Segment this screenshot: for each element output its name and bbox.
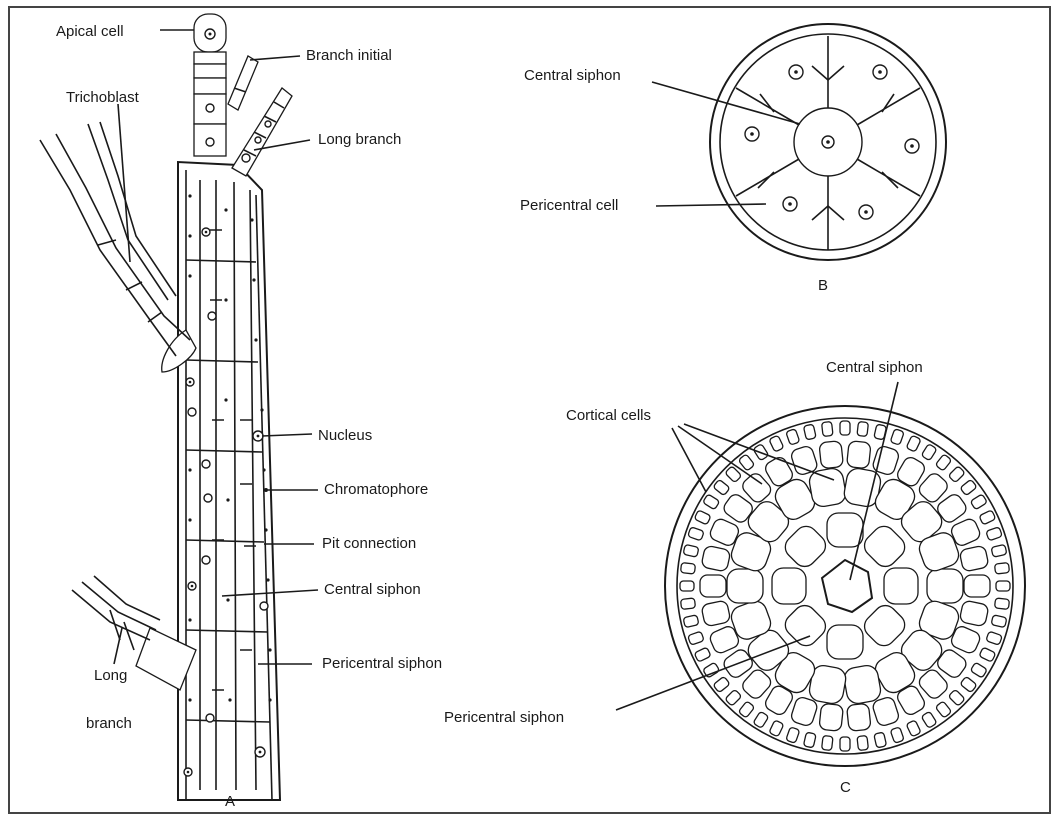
apical-tip: [194, 14, 226, 156]
panel-a-filament: [40, 14, 292, 800]
label-central-siphon-c: Central siphon: [826, 359, 923, 376]
label-branch-initial: Branch initial: [306, 47, 392, 64]
label-long-branch-bottom-2: branch: [86, 715, 132, 732]
mid-ring-cell: [927, 569, 963, 603]
label-pericentral-siphon-c: Pericentral siphon: [444, 709, 564, 726]
label-pericentral-siphon-a: Pericentral siphon: [322, 655, 442, 672]
cortex-ring-cell: [857, 421, 868, 436]
cortex-ring-cell: [819, 441, 844, 469]
main-axis-outline: [178, 162, 280, 800]
cortex-ring-cell: [840, 737, 850, 751]
cortex-ring-cell: [700, 575, 726, 597]
label-cortical-cells: Cortical cells: [566, 407, 651, 424]
cortex-ring-cell: [680, 581, 694, 591]
mid-ring-cell: [827, 513, 863, 547]
cortex-ring-cell: [840, 421, 850, 435]
cortex-ring-cell: [994, 598, 1009, 609]
cortex-ring-cell: [847, 703, 872, 731]
cortex-ring-cell: [994, 563, 1009, 574]
label-pericentral-cell-b: Pericentral cell: [520, 197, 618, 214]
cortex-ring-cell: [680, 563, 695, 574]
cortex-ring-cell: [996, 581, 1010, 591]
label-chromatophore: Chromatophore: [324, 481, 428, 498]
cortex-ring-cell: [819, 703, 844, 731]
mid-ring-cell: [727, 569, 763, 603]
panel-b-caption: B: [818, 277, 828, 294]
mid-ring-cell: [772, 568, 806, 604]
label-long-branch-top: Long branch: [318, 131, 401, 148]
label-trichoblast: Trichoblast: [66, 89, 140, 106]
cortex-ring-cell: [964, 575, 990, 597]
leader-branch-initial: [250, 56, 300, 60]
branch-initial-cells: [228, 56, 258, 110]
cortex-ring-cell: [857, 735, 868, 750]
trichoblast-hair: [40, 122, 196, 372]
label-pit-connection: Pit connection: [322, 535, 416, 552]
label-central-siphon-a: Central siphon: [324, 581, 421, 598]
cortex-ring-cell: [680, 598, 695, 609]
label-apical-cell: Apical cell: [56, 23, 124, 40]
label-long-branch-bottom-1: Long: [94, 667, 127, 684]
mid-ring-cell: [884, 568, 918, 604]
label-nucleus: Nucleus: [318, 427, 372, 444]
cortex-ring-cell: [847, 441, 872, 469]
label-central-siphon-b: Central siphon: [524, 67, 621, 84]
panel-a-caption: A: [225, 793, 235, 810]
panel-c-section: [665, 406, 1025, 766]
cortex-ring-cell: [822, 735, 833, 750]
mid-ring-cell: [843, 664, 883, 705]
mid-ring-cell: [827, 625, 863, 659]
cortex-ring-cell: [822, 421, 833, 436]
panel-c-caption: C: [840, 779, 851, 796]
panel-b-section: [710, 24, 946, 260]
